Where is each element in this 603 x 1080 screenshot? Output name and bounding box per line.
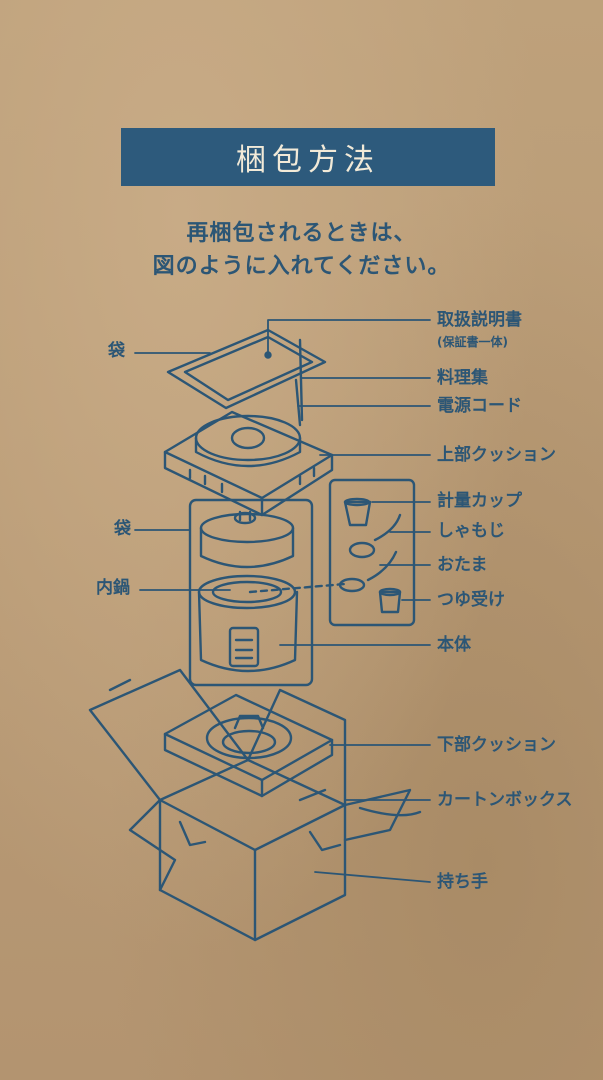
intro-line-1: 再梱包されるときは、 [186,221,417,246]
lower-cushion-drawing [165,695,332,796]
middle-bag-outline [190,500,312,685]
label-upper-cushion: 上部クッション [437,445,556,465]
label-handle: 持ち手 [437,872,488,892]
label-carton-box: カートンボックス [437,790,573,810]
label-drip-catcher: つゆ受け [437,590,505,610]
label-measuring-cup: 計量カップ [437,491,522,511]
accessory-box-drawing [330,480,414,625]
leader-lines [135,320,430,882]
label-recipe-book: 料理集 [437,368,488,388]
label-bag-middle: 袋 [114,519,131,539]
label-manual-note: (保証書一体) [437,335,508,349]
label-manual: 取扱説明書 [437,310,522,330]
label-bag-top: 袋 [108,341,125,361]
label-rice-paddle: しゃもじ [437,521,505,541]
inner-pot-drawing [201,512,293,567]
label-lower-cushion: 下部クッション [437,735,556,755]
label-ladle: おたま [437,555,488,575]
carton-box-drawing [90,670,420,940]
label-power-cord: 電源コード [437,396,522,416]
page-title: 梱包方法 [121,128,495,186]
label-inner-pot: 内鍋 [96,578,130,598]
label-main-unit: 本体 [437,635,471,655]
intro-line-2: 図のように入れてください。 [152,254,451,279]
